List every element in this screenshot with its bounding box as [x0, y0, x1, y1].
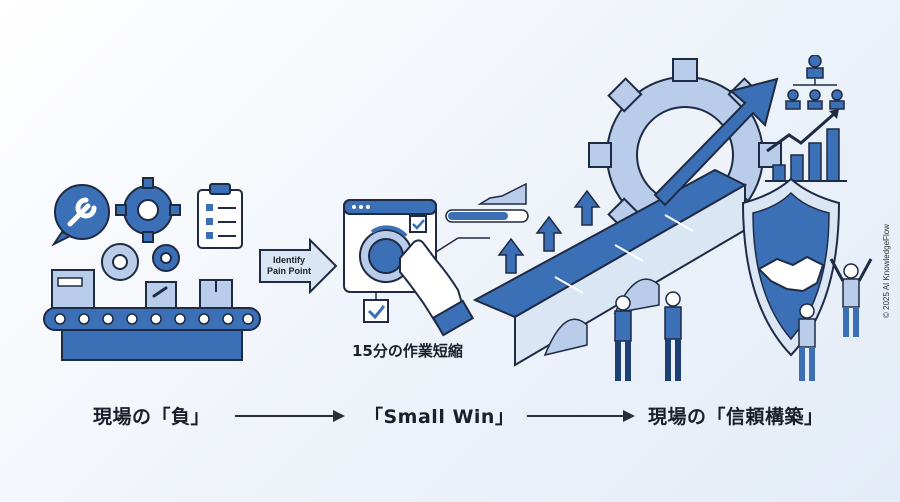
- gear-icon: [101, 243, 139, 281]
- dashboard-scene: [340, 180, 540, 340]
- up-arrow-icon: [497, 189, 601, 274]
- bar-chart-icon: [765, 109, 847, 182]
- growth-scene: [455, 55, 875, 390]
- box-icon: [145, 281, 177, 309]
- person-icon: [664, 291, 682, 381]
- identify-pain-point-label: Identify Pain Point: [262, 255, 316, 277]
- checkbox-icon: [409, 215, 427, 233]
- label-small-win: 「Small Win」: [364, 406, 515, 428]
- wrench-icon: [51, 184, 110, 247]
- label-field-pain: 現場の「負」: [93, 406, 211, 428]
- progress-bar: [445, 209, 529, 223]
- factory-scene: [40, 170, 270, 370]
- flow-arrow-2: [527, 410, 635, 422]
- checkbox-icon: [363, 292, 389, 323]
- flow-arrow-1: [235, 410, 345, 422]
- hand-icon: [399, 239, 475, 337]
- puzzle-bridge: [472, 168, 748, 367]
- clipboard-icon: [197, 183, 243, 249]
- identify-label-line1: Identify: [272, 255, 305, 265]
- growth-arrow-icon: [653, 77, 779, 207]
- identify-label-line2: Pain Point: [266, 266, 311, 276]
- gear-icon: [152, 244, 180, 272]
- box-icon: [199, 279, 233, 309]
- cheering-person-icon: [829, 258, 873, 337]
- person-icon: [798, 303, 816, 381]
- mini-chart-icon: [477, 182, 527, 205]
- person-icon: [614, 295, 632, 381]
- org-chart-icon: [785, 55, 845, 110]
- label-trust-building: 現場の「信頼構築」: [648, 406, 824, 428]
- copyright-text: © 2025 AI KnowledgeFlow: [882, 224, 891, 318]
- conveyor-belt: [43, 307, 261, 361]
- machine-icon: [51, 269, 95, 309]
- time-saving-caption: 15分の作業短縮: [352, 342, 463, 360]
- gear-icon: [115, 177, 181, 243]
- handshake-icon: [757, 255, 825, 293]
- identify-arrow: [258, 238, 338, 294]
